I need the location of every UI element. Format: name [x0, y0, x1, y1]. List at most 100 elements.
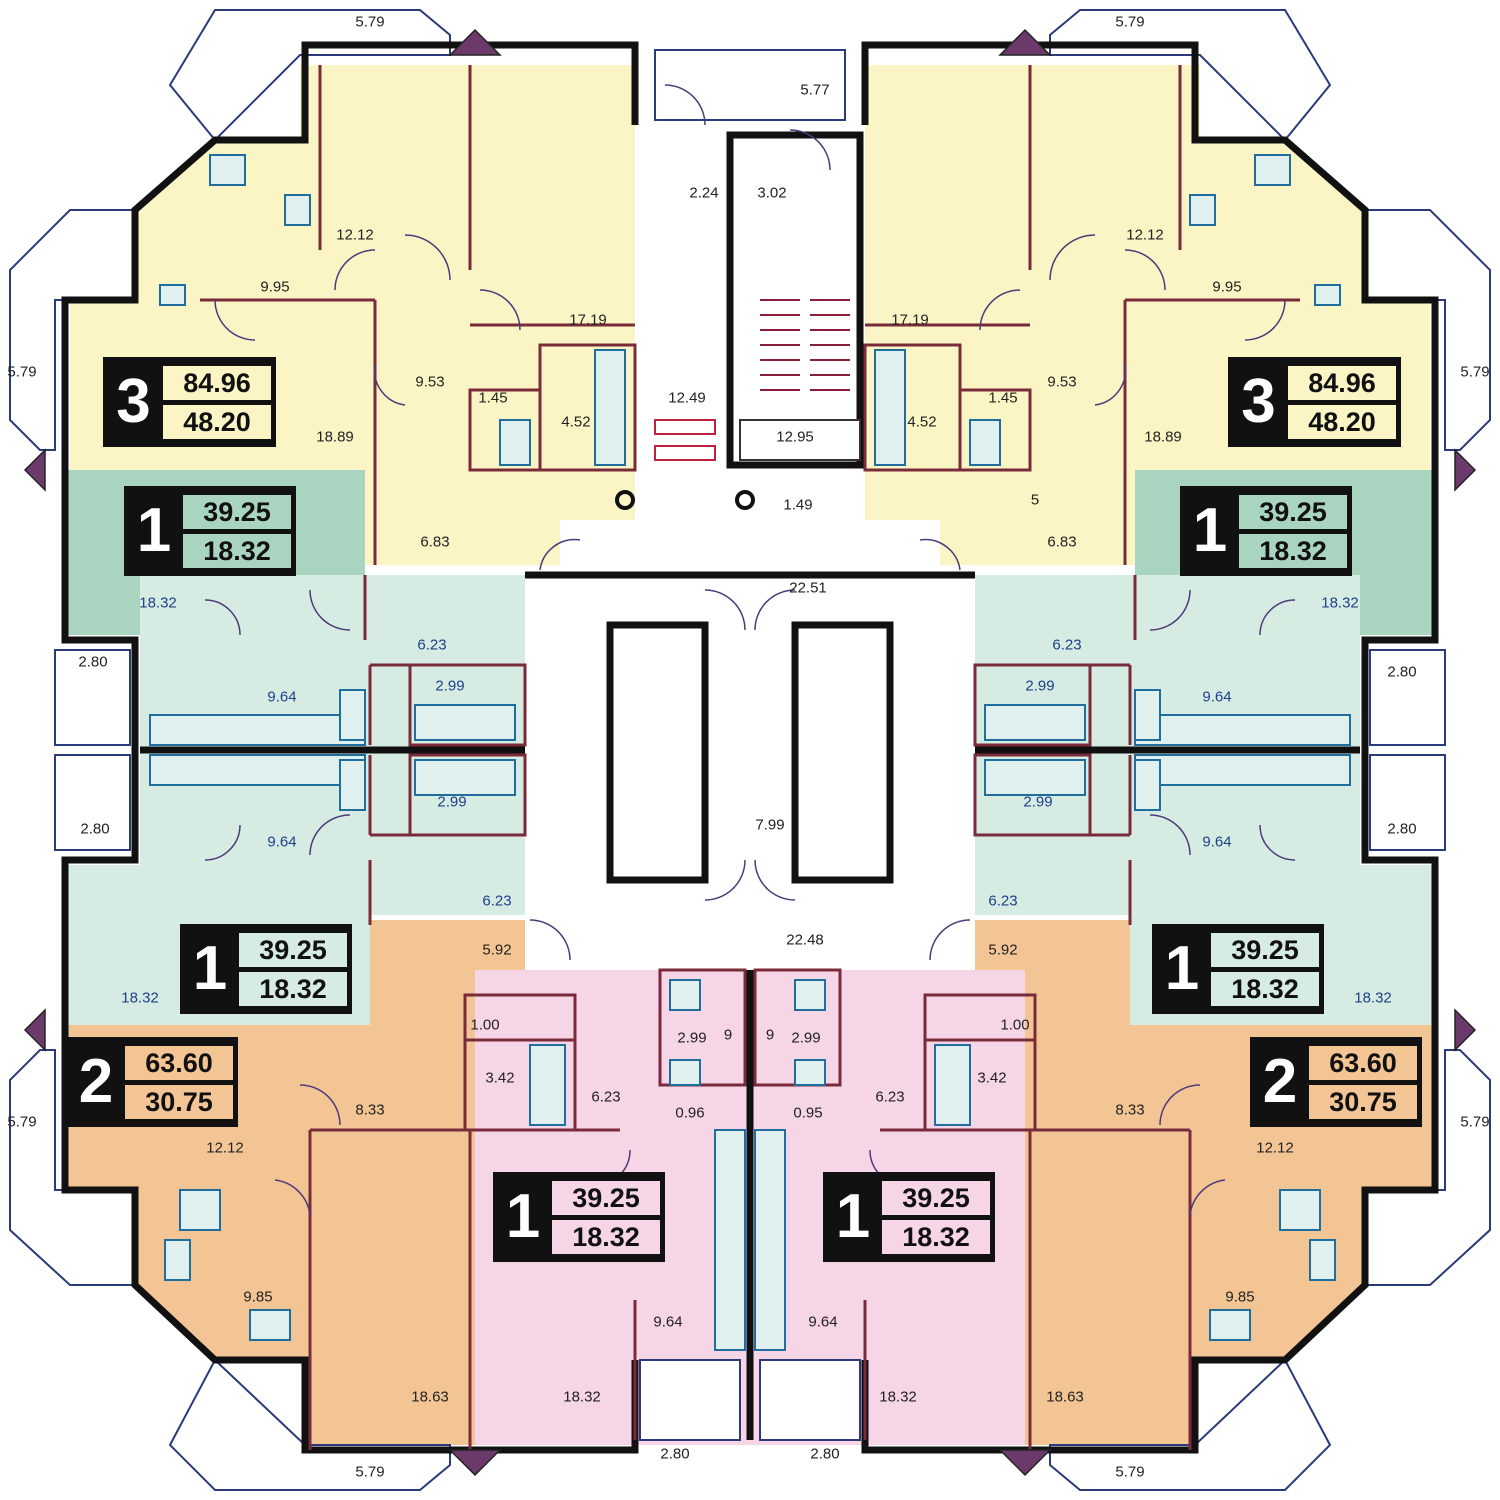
unit-total-area: 63.60 — [1309, 1045, 1417, 1080]
lift-b — [791, 621, 894, 884]
loggia-e-upper — [1369, 649, 1446, 746]
s-right-small-area: 0.95 — [793, 1104, 823, 1122]
unit-total-area: 39.25 — [1211, 932, 1319, 967]
e1-bath-area: 2.99 — [1025, 677, 1055, 695]
unit-total-area: 84.96 — [1288, 365, 1396, 400]
balcony-nw-area: 5.79 — [355, 13, 385, 31]
e2-bath-area: 2.99 — [1023, 793, 1053, 811]
unit-living-area: 18.32 — [1211, 971, 1319, 1006]
sw-wc-area: 1.00 — [470, 1016, 500, 1034]
loggia-s-right — [759, 1359, 861, 1441]
wall-nw — [61, 41, 639, 470]
sw-kitchen-label: 12.12 — [206, 1139, 244, 1157]
nw-room-small-area: 9.95 — [260, 278, 290, 296]
unit-total-area: 39.25 — [183, 494, 291, 529]
unit-rooms: 1 — [1192, 496, 1228, 565]
w1-bath-area: 2.99 — [435, 677, 465, 695]
unit-total-area: 39.25 — [882, 1180, 990, 1215]
sw-kitchen-area: 9.85 — [243, 1288, 273, 1306]
apartment-fills — [65, 65, 1435, 1445]
vestibule-area: 5.77 — [800, 81, 830, 99]
s-left-room-area: 18.32 — [563, 1388, 601, 1406]
bearing-walls — [61, 41, 1439, 1454]
loggia-e-lower — [1369, 754, 1446, 851]
tambour-right-area: 3.02 — [757, 184, 787, 202]
stair-core — [726, 131, 864, 469]
unit-rooms: 1 — [1164, 934, 1200, 1003]
unit-total-area: 39.25 — [239, 932, 347, 967]
ducts — [615, 490, 755, 510]
unit-rooms: 3 — [1241, 367, 1276, 436]
se-bath-area: 3.42 — [977, 1069, 1007, 1087]
nw-kitchen-area: 12.12 — [336, 226, 374, 244]
wall-w — [61, 470, 139, 1030]
balcony-e-area: 5.79 — [1460, 363, 1490, 381]
balcony-se-area: 5.79 — [1115, 1463, 1145, 1481]
door-swings — [204, 84, 1296, 1216]
se-kitchen-area: 9.85 — [1225, 1288, 1255, 1306]
loggia-w-lower — [54, 754, 131, 851]
s-right-shaft: 9 — [765, 1026, 775, 1044]
wall-ne — [861, 41, 1439, 470]
unit-living-area: 18.32 — [1239, 533, 1347, 568]
w2-loggia-area: 2.80 — [80, 820, 110, 838]
s-right-hall-area: 6.23 — [875, 1088, 905, 1106]
w1-hall-area: 6.23 — [417, 636, 447, 654]
fixtures — [149, 154, 1351, 1351]
w2-room-area: 18.32 — [121, 989, 159, 1007]
se-hall-area: 8.33 — [1115, 1101, 1145, 1119]
sw-room-area: 18.63 — [411, 1388, 449, 1406]
w2-bath-area: 2.99 — [437, 793, 467, 811]
s-left-loggia-area: 2.80 — [660, 1445, 690, 1463]
loggia-s-left — [639, 1359, 741, 1441]
wall-e — [1361, 470, 1439, 1030]
unit-living-area: 18.32 — [882, 1219, 990, 1254]
ne-kitchen-area: 12.12 — [1126, 226, 1164, 244]
tambour-left-area: 2.24 — [689, 184, 719, 202]
balcony-w-bottom-area: 5.79 — [7, 1113, 37, 1131]
balcony-w-area: 5.79 — [7, 363, 37, 381]
nw-bedroom-area: 17.19 — [569, 311, 607, 329]
unit-living-area: 30.75 — [1309, 1084, 1417, 1119]
wall-se — [861, 1030, 1439, 1454]
se-kitchen-label: 12.12 — [1256, 1139, 1294, 1157]
ne-mark: 5 — [1030, 491, 1040, 509]
unit-total-area: 39.25 — [552, 1180, 660, 1215]
w1-kitchen-area: 9.64 — [267, 688, 297, 706]
unit-badge-sw: 2 63.60 30.75 — [66, 1037, 238, 1127]
balcony-se-bottom — [1049, 1358, 1332, 1491]
nw-hall-area: 9.53 — [415, 373, 445, 391]
ne-hall-area: 9.53 — [1047, 373, 1077, 391]
s-left-kitchen-area: 9.64 — [653, 1313, 683, 1331]
w1-room-area: 18.32 — [139, 594, 177, 612]
nw-bath-area: 4.52 — [561, 413, 591, 431]
unit-living-area: 18.32 — [552, 1219, 660, 1254]
duct-area: 1.49 — [783, 496, 813, 514]
unit-living-area: 30.75 — [125, 1084, 233, 1119]
ne-bedroom-area: 17.19 — [891, 311, 929, 329]
balcony-e-bottom-area: 5.79 — [1460, 1113, 1490, 1131]
unit-total-area: 84.96 — [163, 365, 271, 400]
markers — [23, 28, 1477, 1477]
w2-hall-area: 6.23 — [482, 892, 512, 910]
unit-living-area: 18.32 — [183, 533, 291, 568]
nw-wc-area: 1.45 — [478, 389, 508, 407]
balconies — [9, 9, 1491, 1491]
s-right-room-area: 18.32 — [879, 1388, 917, 1406]
e1-kitchen-area: 9.64 — [1202, 688, 1232, 706]
s-left-bath-area: 2.99 — [677, 1029, 707, 1047]
e2-kitchen-area: 9.64 — [1202, 833, 1232, 851]
se-corridor-area: 5.92 — [988, 941, 1018, 959]
s-left-small-area: 0.96 — [675, 1104, 705, 1122]
unit-rooms: 2 — [78, 1047, 114, 1116]
e1-room-area: 18.32 — [1321, 594, 1359, 612]
w1-loggia-area: 2.80 — [78, 653, 108, 671]
sw-hall-area: 8.33 — [355, 1101, 385, 1119]
s-right-bath-area: 2.99 — [791, 1029, 821, 1047]
e2-room-area: 18.32 — [1354, 989, 1392, 1007]
unit-total-area: 63.60 — [125, 1045, 233, 1080]
